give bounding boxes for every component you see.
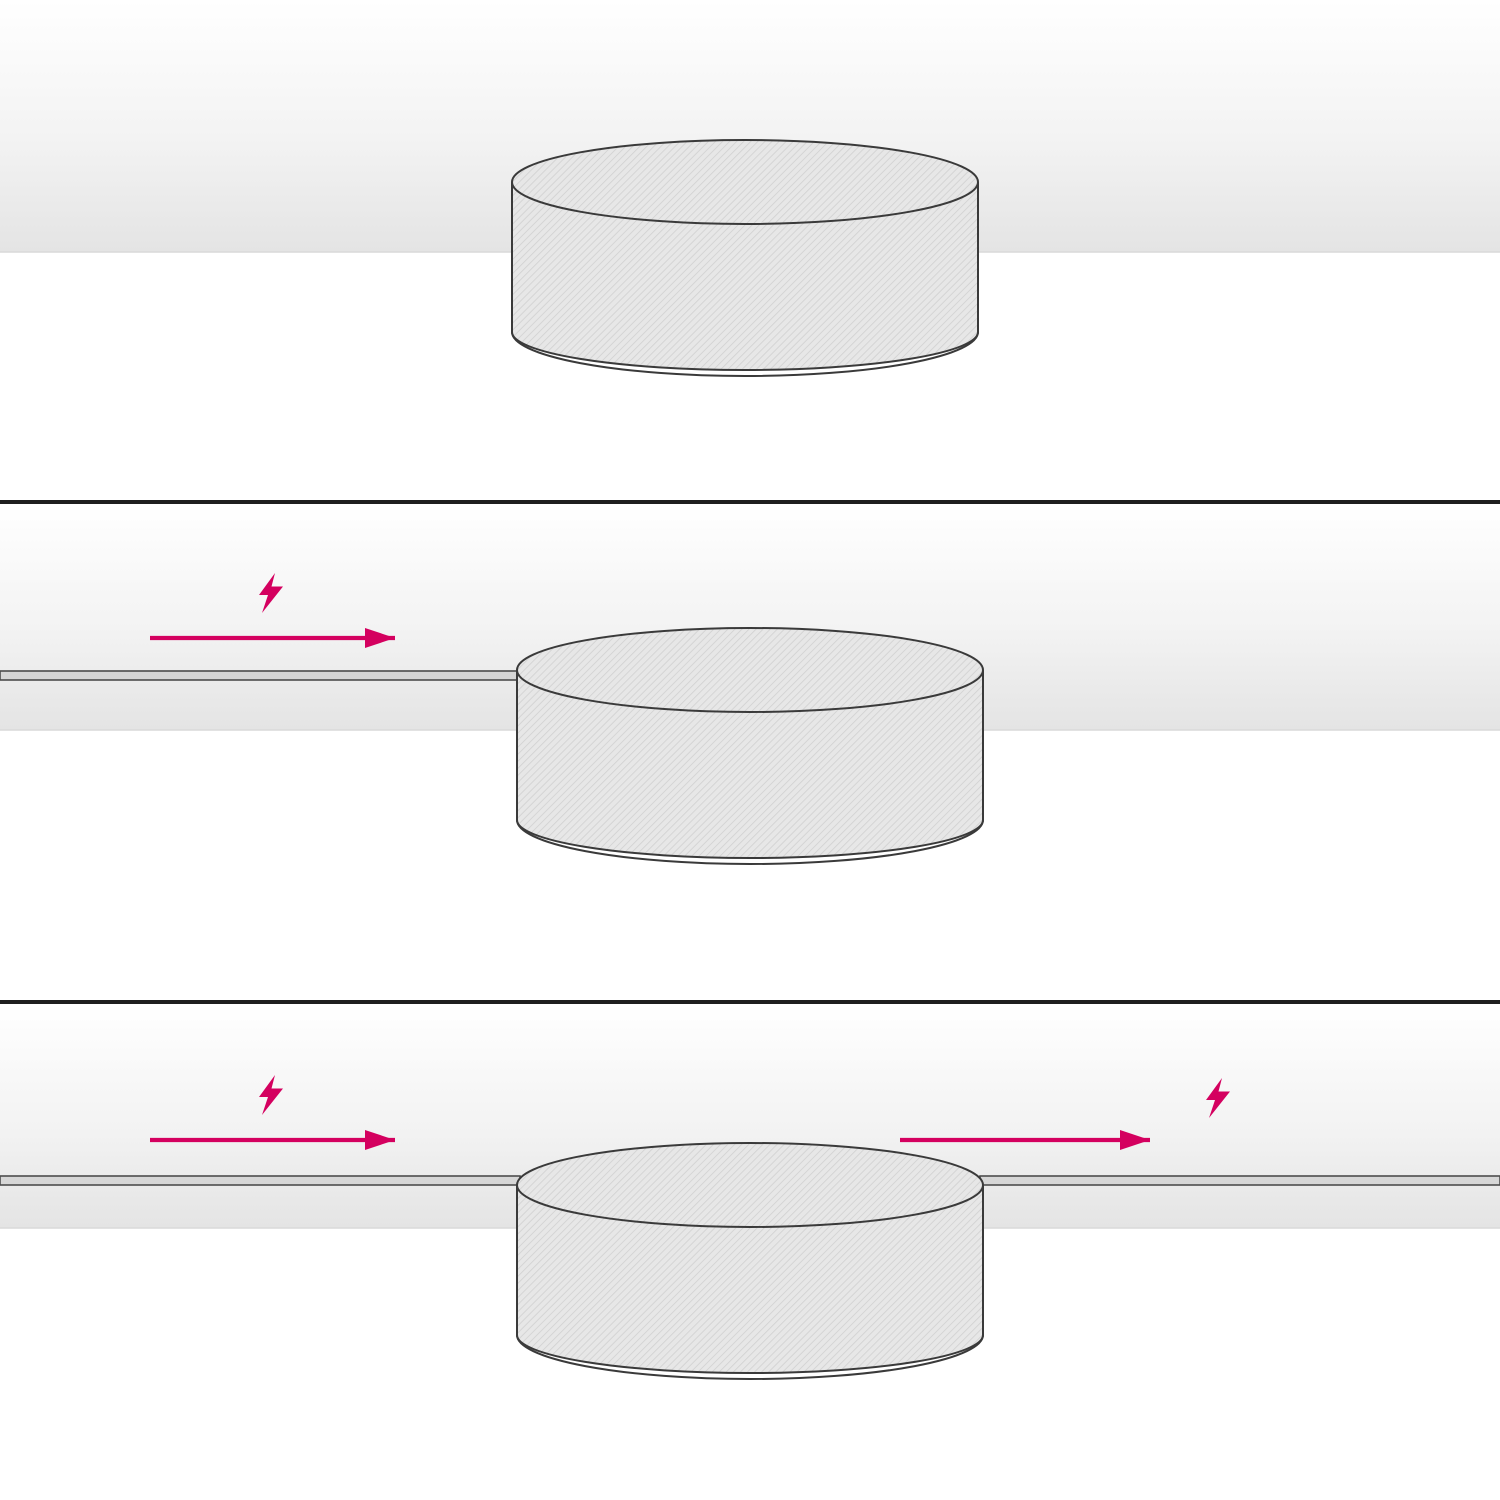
panel-2-lamp-cable-in-left (0, 500, 1500, 865)
panel-1-lamp-only (0, 0, 1500, 377)
drum-lampshade (511, 139, 979, 377)
drum-lampshade (516, 627, 984, 865)
power-cable-right (979, 1175, 1500, 1186)
panel-separator (0, 1000, 1500, 1004)
drum-lampshade (516, 1142, 984, 1380)
panel-separator (0, 500, 1500, 504)
power-cable-left (0, 1175, 521, 1186)
panel-3-lamp-cable-pass-through (0, 1000, 1500, 1380)
power-cable-left (0, 670, 521, 681)
